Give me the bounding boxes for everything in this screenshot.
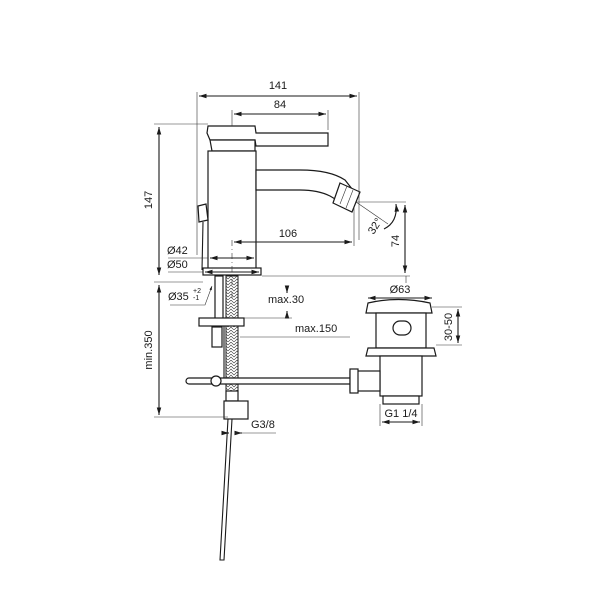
dim-height: 147 [143,191,155,209]
dim-max-deck-thickness: max.30 [268,294,304,306]
dim-waste-range: 30-50 [443,313,455,341]
nozzle [332,182,361,213]
dim-overall-width: 141 [269,80,287,92]
hose-nut [223,400,249,420]
popup-knob [197,203,209,223]
dim-spout-reach: 106 [279,228,297,240]
dim-hole-diameter: Ø35 [168,291,189,303]
pop-up-waste [349,298,437,405]
dim-spout-height: 74 [390,235,402,247]
fixing-plate [198,317,245,327]
dim-min-hose-length: min.350 [143,330,155,369]
flexible-hose [225,275,239,392]
dim-body-diameter-42: Ø42 [167,245,188,257]
dim-spout-angle: 32° [366,216,385,236]
under-deck-assembly [185,275,357,561]
dim-hole-tol-lower: -1 [193,295,199,302]
dim-max-pull-rod: max.150 [295,323,337,335]
dim-lever-length: 84 [274,99,286,111]
dimension-lines: 141 84 147 106 32° 74 Ø42 Ø50 Ø35 [143,80,462,436]
waste-plug [365,298,433,314]
mixer-body [207,150,257,270]
dim-hose-connection: G3/8 [251,419,275,431]
faucet-body [197,125,361,300]
dim-waste-diameter: Ø63 [390,284,411,296]
dim-hole-tol-upper: +2 [193,288,201,295]
lever-handle [206,125,329,147]
dim-body-diameter-50: Ø50 [167,259,188,271]
dim-waste-thread: G1 1/4 [384,408,417,420]
fixing-nut [211,326,223,348]
